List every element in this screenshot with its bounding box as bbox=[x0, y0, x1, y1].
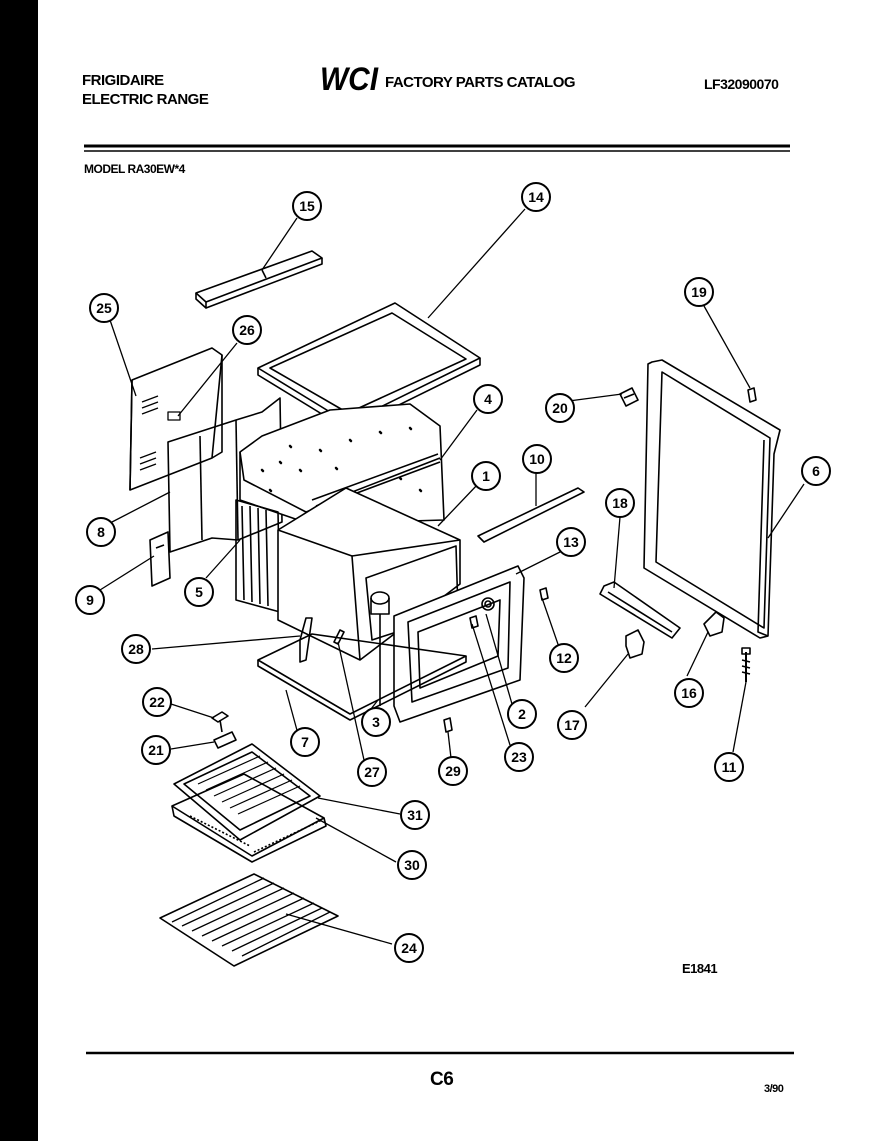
callout-17: 17 bbox=[557, 710, 587, 740]
callout-10: 10 bbox=[522, 444, 552, 474]
part-channel bbox=[599, 581, 681, 639]
part-block bbox=[625, 629, 645, 659]
part-broiler-pan bbox=[173, 743, 321, 841]
date-code: 3/90 bbox=[764, 1083, 784, 1095]
callout-27: 27 bbox=[357, 757, 387, 787]
brand-name: FRIGIDAIRE bbox=[82, 72, 164, 89]
part-clip bbox=[299, 617, 313, 663]
catalog-number: LF32090070 bbox=[704, 76, 779, 92]
callout-21: 21 bbox=[141, 735, 171, 765]
part-bolt bbox=[741, 647, 751, 682]
callout-2: 2 bbox=[507, 699, 537, 729]
figure-code: E1841 bbox=[682, 961, 718, 976]
callout-29: 29 bbox=[438, 756, 468, 786]
callout-4: 4 bbox=[473, 384, 503, 414]
callout-26: 26 bbox=[232, 315, 262, 345]
part-bottom-panel bbox=[257, 633, 467, 721]
callout-14: 14 bbox=[521, 182, 551, 212]
callout-30: 30 bbox=[397, 850, 427, 880]
part-oven-rack bbox=[159, 873, 339, 967]
part-screw-12 bbox=[539, 587, 549, 601]
callout-11: 11 bbox=[714, 752, 744, 782]
part-clip-22 bbox=[211, 711, 229, 733]
callout-16: 16 bbox=[674, 678, 704, 708]
part-rear-liner bbox=[167, 397, 283, 553]
part-rail bbox=[477, 487, 585, 543]
callout-3: 3 bbox=[361, 707, 391, 737]
callout-18: 18 bbox=[605, 488, 635, 518]
part-screw-29 bbox=[443, 717, 453, 733]
logo-text: WCI bbox=[320, 62, 379, 96]
part-hinge bbox=[703, 611, 725, 637]
part-top-trim bbox=[195, 250, 323, 309]
callout-5: 5 bbox=[184, 577, 214, 607]
catalog-title: FACTORY PARTS CATALOG bbox=[385, 74, 576, 91]
wci-logo: WCI bbox=[320, 62, 379, 96]
callout-8: 8 bbox=[86, 517, 116, 547]
part-bracket bbox=[149, 531, 171, 587]
callout-7: 7 bbox=[290, 727, 320, 757]
callout-23: 23 bbox=[504, 742, 534, 772]
part-back-panel bbox=[129, 347, 223, 491]
callout-24: 24 bbox=[394, 933, 424, 963]
part-side-panel bbox=[643, 359, 781, 639]
callout-1: 1 bbox=[471, 461, 501, 491]
part-screw-19 bbox=[747, 387, 757, 403]
callout-15: 15 bbox=[292, 191, 322, 221]
callout-6: 6 bbox=[801, 456, 831, 486]
callout-9: 9 bbox=[75, 585, 105, 615]
callout-25: 25 bbox=[89, 293, 119, 323]
page-number: C6 bbox=[430, 1069, 454, 1090]
header-rule bbox=[84, 144, 790, 152]
callout-22: 22 bbox=[142, 687, 172, 717]
part-knob bbox=[370, 591, 390, 706]
model-label: MODEL RA30EW*4 bbox=[84, 162, 185, 176]
callout-20: 20 bbox=[545, 393, 575, 423]
part-hinge-clip bbox=[619, 387, 639, 407]
leader-lines bbox=[99, 208, 805, 945]
part-screw-27 bbox=[333, 629, 345, 645]
part-screw-23 bbox=[469, 615, 479, 629]
callout-13: 13 bbox=[556, 527, 586, 557]
callout-28: 28 bbox=[121, 634, 151, 664]
part-clip-21 bbox=[213, 731, 237, 749]
callout-31: 31 bbox=[400, 800, 430, 830]
part-grommet bbox=[484, 600, 492, 608]
product-type: ELECTRIC RANGE bbox=[82, 91, 209, 108]
callout-19: 19 bbox=[684, 277, 714, 307]
callout-12: 12 bbox=[549, 643, 579, 673]
